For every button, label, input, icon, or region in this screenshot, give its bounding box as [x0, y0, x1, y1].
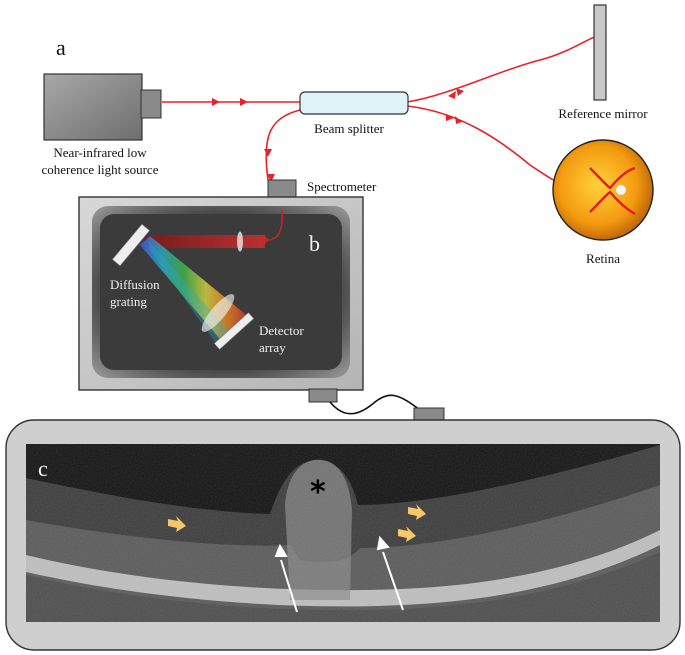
beam-splitter [299, 91, 409, 115]
fiber-arrows [212, 88, 464, 182]
retina-eye [552, 139, 654, 241]
oct-yellow-arrows [168, 504, 426, 542]
panel-letter-a: a [56, 35, 66, 60]
reference-mirror [593, 4, 607, 101]
yellow-arrow-right-upper [408, 504, 426, 520]
beam-splitter-label: Beam splitter [314, 121, 384, 136]
data-cable [308, 388, 445, 421]
retina-label: Retina [586, 251, 620, 266]
grating-label-2: grating [110, 294, 147, 309]
panel-letter-c: c [38, 456, 48, 481]
detector-label-1: Detector [259, 323, 304, 338]
light-source-label-1: Near-infrared low [53, 145, 147, 160]
light-source [43, 73, 162, 141]
spectrometer-port [267, 179, 297, 200]
spectrometer-box [78, 196, 364, 391]
spectrometer-optics [111, 209, 283, 350]
spectrometer-label: Spectrometer [307, 179, 377, 194]
reference-mirror-label: Reference mirror [558, 106, 648, 121]
oct-white-arrows [274, 535, 404, 613]
detector-label-2: array [259, 340, 286, 355]
yellow-arrow-left [168, 516, 186, 532]
grating-label-1: Diffusion [110, 277, 160, 292]
light-source-label-2: coherence light source [42, 162, 159, 177]
oct-scan-image [26, 444, 660, 622]
yellow-arrow-right-lower [398, 526, 416, 542]
panel-letter-b: b [309, 231, 320, 256]
lesion-asterisk: * [310, 475, 326, 510]
